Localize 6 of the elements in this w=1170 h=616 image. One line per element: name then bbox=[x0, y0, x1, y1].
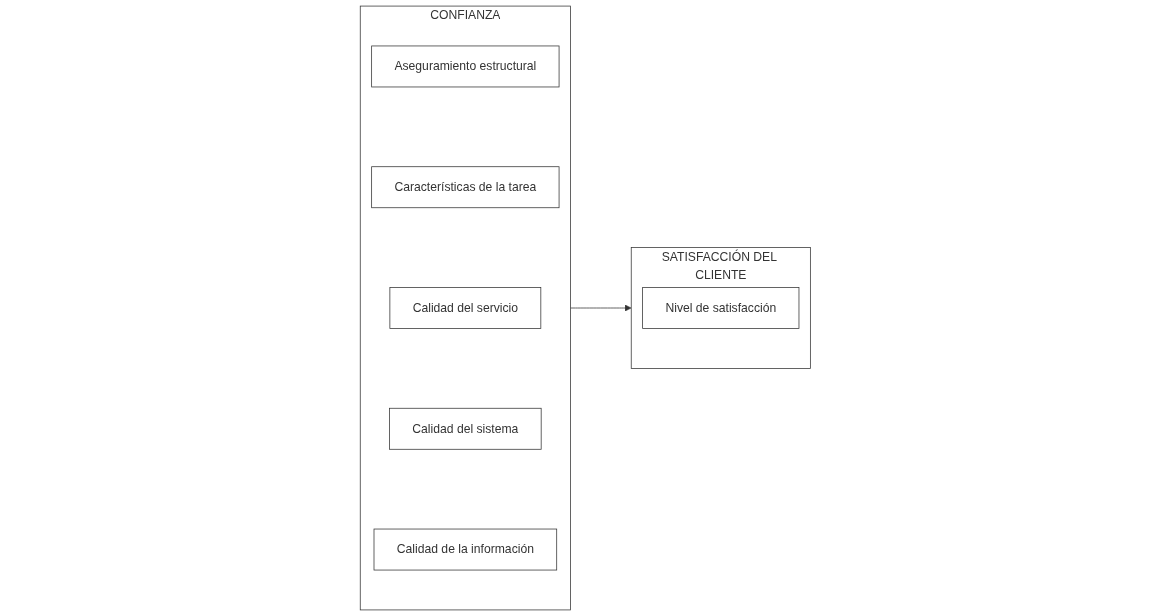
node-box: Aseguramiento estructural bbox=[370, 45, 560, 88]
node-box: Nivel de satisfacción bbox=[641, 287, 800, 329]
node-box: Calidad del servicio bbox=[389, 287, 541, 329]
node-box: Calidad de la información bbox=[373, 528, 557, 571]
node-box: Características de la tarea bbox=[370, 166, 560, 209]
node-box: Calidad del sistema bbox=[388, 407, 542, 450]
